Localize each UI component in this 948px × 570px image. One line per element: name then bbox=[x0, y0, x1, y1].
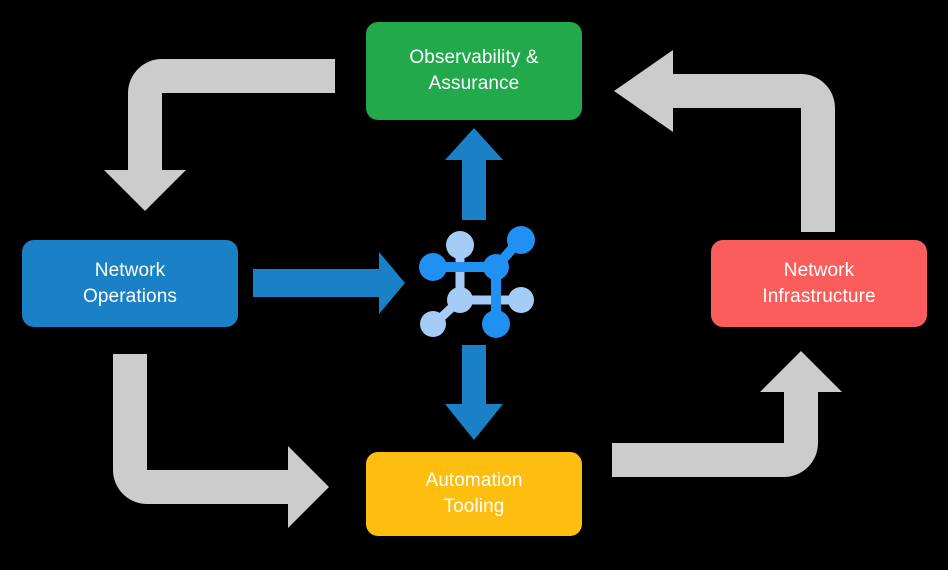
hub-node-dark-bottom bbox=[482, 310, 510, 338]
node-automation-tooling[interactable]: Automation Tooling bbox=[366, 452, 582, 536]
node-network-operations[interactable]: Network Operations bbox=[22, 240, 238, 327]
blue-arrow-hub-to-automation bbox=[445, 345, 503, 440]
hub-node-dark-left bbox=[419, 253, 447, 281]
blue-arrow-hub-to-observability bbox=[445, 128, 503, 220]
hub-node-dark-junction bbox=[483, 254, 509, 280]
gray-arrow-operations-to-automation bbox=[113, 354, 329, 528]
hub-node-light-center bbox=[447, 287, 473, 313]
hub-node-light-top bbox=[446, 231, 474, 259]
node-observability-assurance[interactable]: Observability & Assurance bbox=[366, 22, 582, 120]
hub-node-dark-top-right bbox=[507, 226, 535, 254]
gray-arrow-automation-to-infrastructure bbox=[612, 351, 842, 477]
blue-arrow-operations-to-hub bbox=[253, 252, 405, 314]
hub-node-light-right bbox=[508, 287, 534, 313]
gray-arrow-infrastructure-to-observability bbox=[614, 50, 835, 232]
network-topology-icon bbox=[419, 226, 535, 338]
node-network-infrastructure[interactable]: Network Infrastructure bbox=[711, 240, 927, 327]
hub-node-light-bottom-left bbox=[420, 311, 446, 337]
gray-arrow-observability-to-operations bbox=[104, 59, 335, 211]
